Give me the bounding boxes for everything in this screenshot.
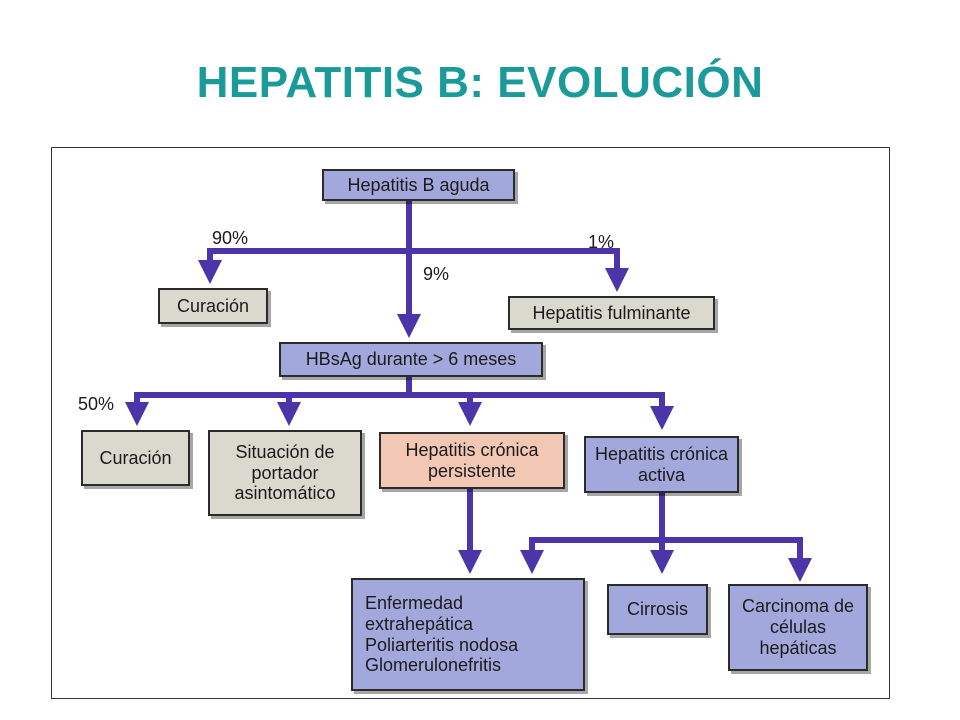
extrahepatic-line-1: Enfermedad (365, 593, 464, 614)
node-fulminant: Hepatitis fulminante (508, 296, 715, 330)
node-carrier: Situación de portador asintomático (208, 430, 362, 516)
percent-1: 1% (588, 232, 615, 252)
node-chronic-persistent: Hepatitis crónica persistente (379, 432, 565, 489)
node-cure-1: Curación (158, 288, 268, 324)
node-carcinoma: Carcinoma de células hepáticas (728, 584, 868, 671)
extrahepatic-line-4: Glomerulonefritis (365, 655, 502, 676)
node-cirrhosis: Cirrosis (607, 584, 708, 635)
percent-90: 90% (212, 228, 249, 248)
percent-9: 9% (423, 264, 450, 284)
node-hbsag: HBsAg durante > 6 meses (279, 342, 543, 377)
node-chronic-active: Hepatitis crónica activa (584, 436, 739, 493)
extrahepatic-line-3: Poliarteritis nodosa (365, 634, 519, 655)
slide-title: HEPATITIS B: EVOLUCIÓN (196, 58, 764, 107)
node-cure-2: Curación (81, 430, 190, 486)
node-acute-hepatitis: Hepatitis B aguda (322, 169, 515, 201)
node-extrahepatic: Enfermedad extrahepática Poliarteritis n… (351, 578, 585, 691)
percent-50: 50% (78, 394, 115, 414)
extrahepatic-line-2: extrahepática (365, 613, 474, 634)
